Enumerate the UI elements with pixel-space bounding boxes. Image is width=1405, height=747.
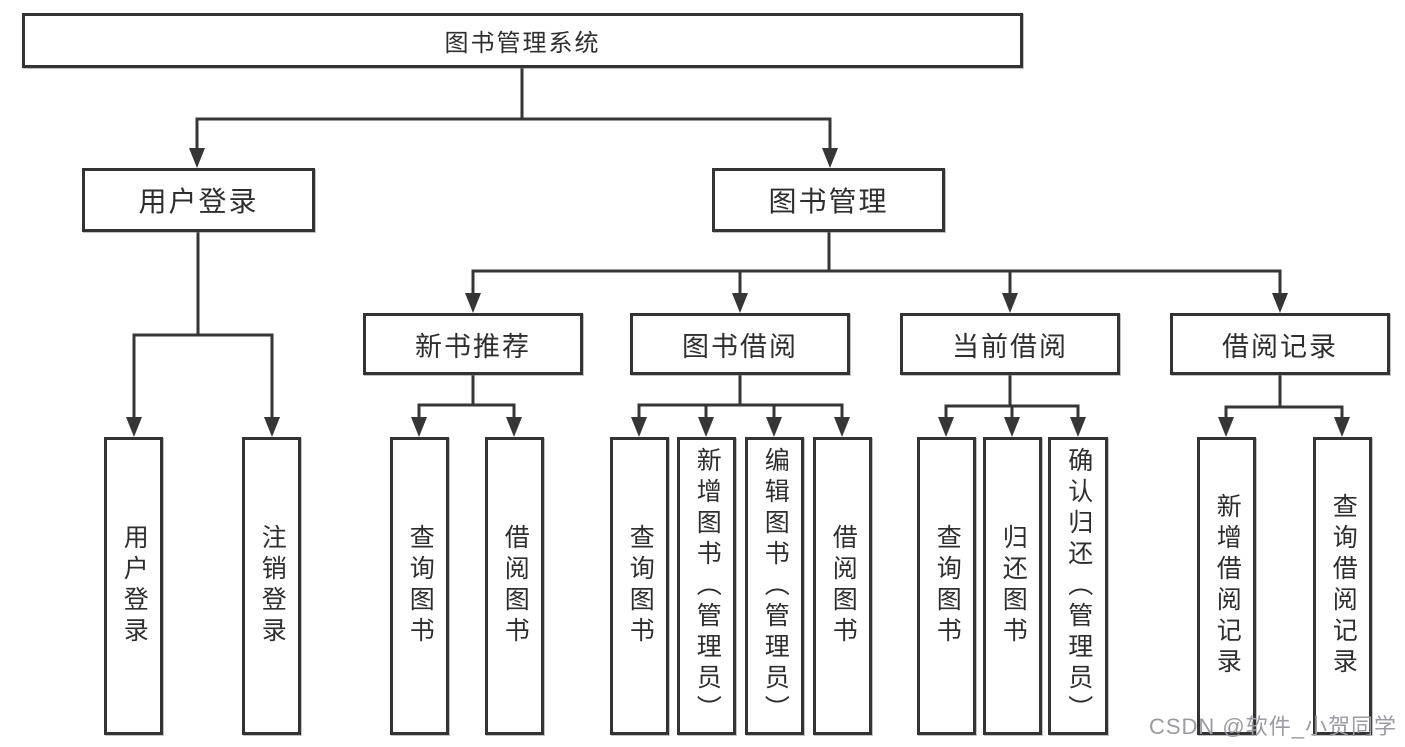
node-book-borrow: 图书借阅: [630, 313, 850, 375]
leaf-confirm-return-admin: 确认归还（管理员）: [1048, 437, 1108, 735]
connector-book-management-to-level3: [465, 230, 1288, 313]
node-book-management: 图书管理: [712, 168, 945, 232]
leaf-add-borrow-record: 新增借阅记录: [1197, 437, 1256, 735]
node-user-login: 用户登录: [82, 168, 315, 232]
watermark: CSDN @软件_小贺同学: [1148, 714, 1397, 739]
node-borrow-records: 借阅记录: [1170, 313, 1390, 375]
leaf-query-books-borrow: 查询图书: [610, 437, 669, 735]
connector-user-login-to-leaves: [126, 230, 280, 437]
connector-book-borrow-to-leaves: [631, 373, 850, 437]
node-current-borrow: 当前借阅: [900, 313, 1120, 375]
connector-new-book-recommend-to-leaves: [411, 373, 522, 437]
leaf-return-book: 归还图书: [983, 437, 1042, 735]
connector-root-to-level2: [189, 66, 838, 168]
leaf-logout: 注销登录: [242, 437, 301, 735]
node-new-book-recommend: 新书推荐: [363, 313, 583, 375]
connector-borrow-records-to-leaves: [1218, 373, 1350, 437]
connector-current-borrow-to-leaves: [938, 373, 1086, 437]
leaf-borrow-books: 借阅图书: [813, 437, 872, 735]
leaf-user-login: 用户登录: [104, 437, 163, 735]
leaf-query-books-current: 查询图书: [917, 437, 976, 735]
leaf-query-borrow-record: 查询借阅记录: [1313, 437, 1372, 735]
leaf-query-books-recommend: 查询图书: [390, 437, 449, 735]
leaf-add-book-admin: 新增图书（管理员）: [677, 437, 736, 735]
node-root: 图书管理系统: [22, 13, 1023, 68]
leaf-edit-book-admin: 编辑图书（管理员）: [745, 437, 804, 735]
leaf-borrow-books-recommend: 借阅图书: [485, 437, 544, 735]
